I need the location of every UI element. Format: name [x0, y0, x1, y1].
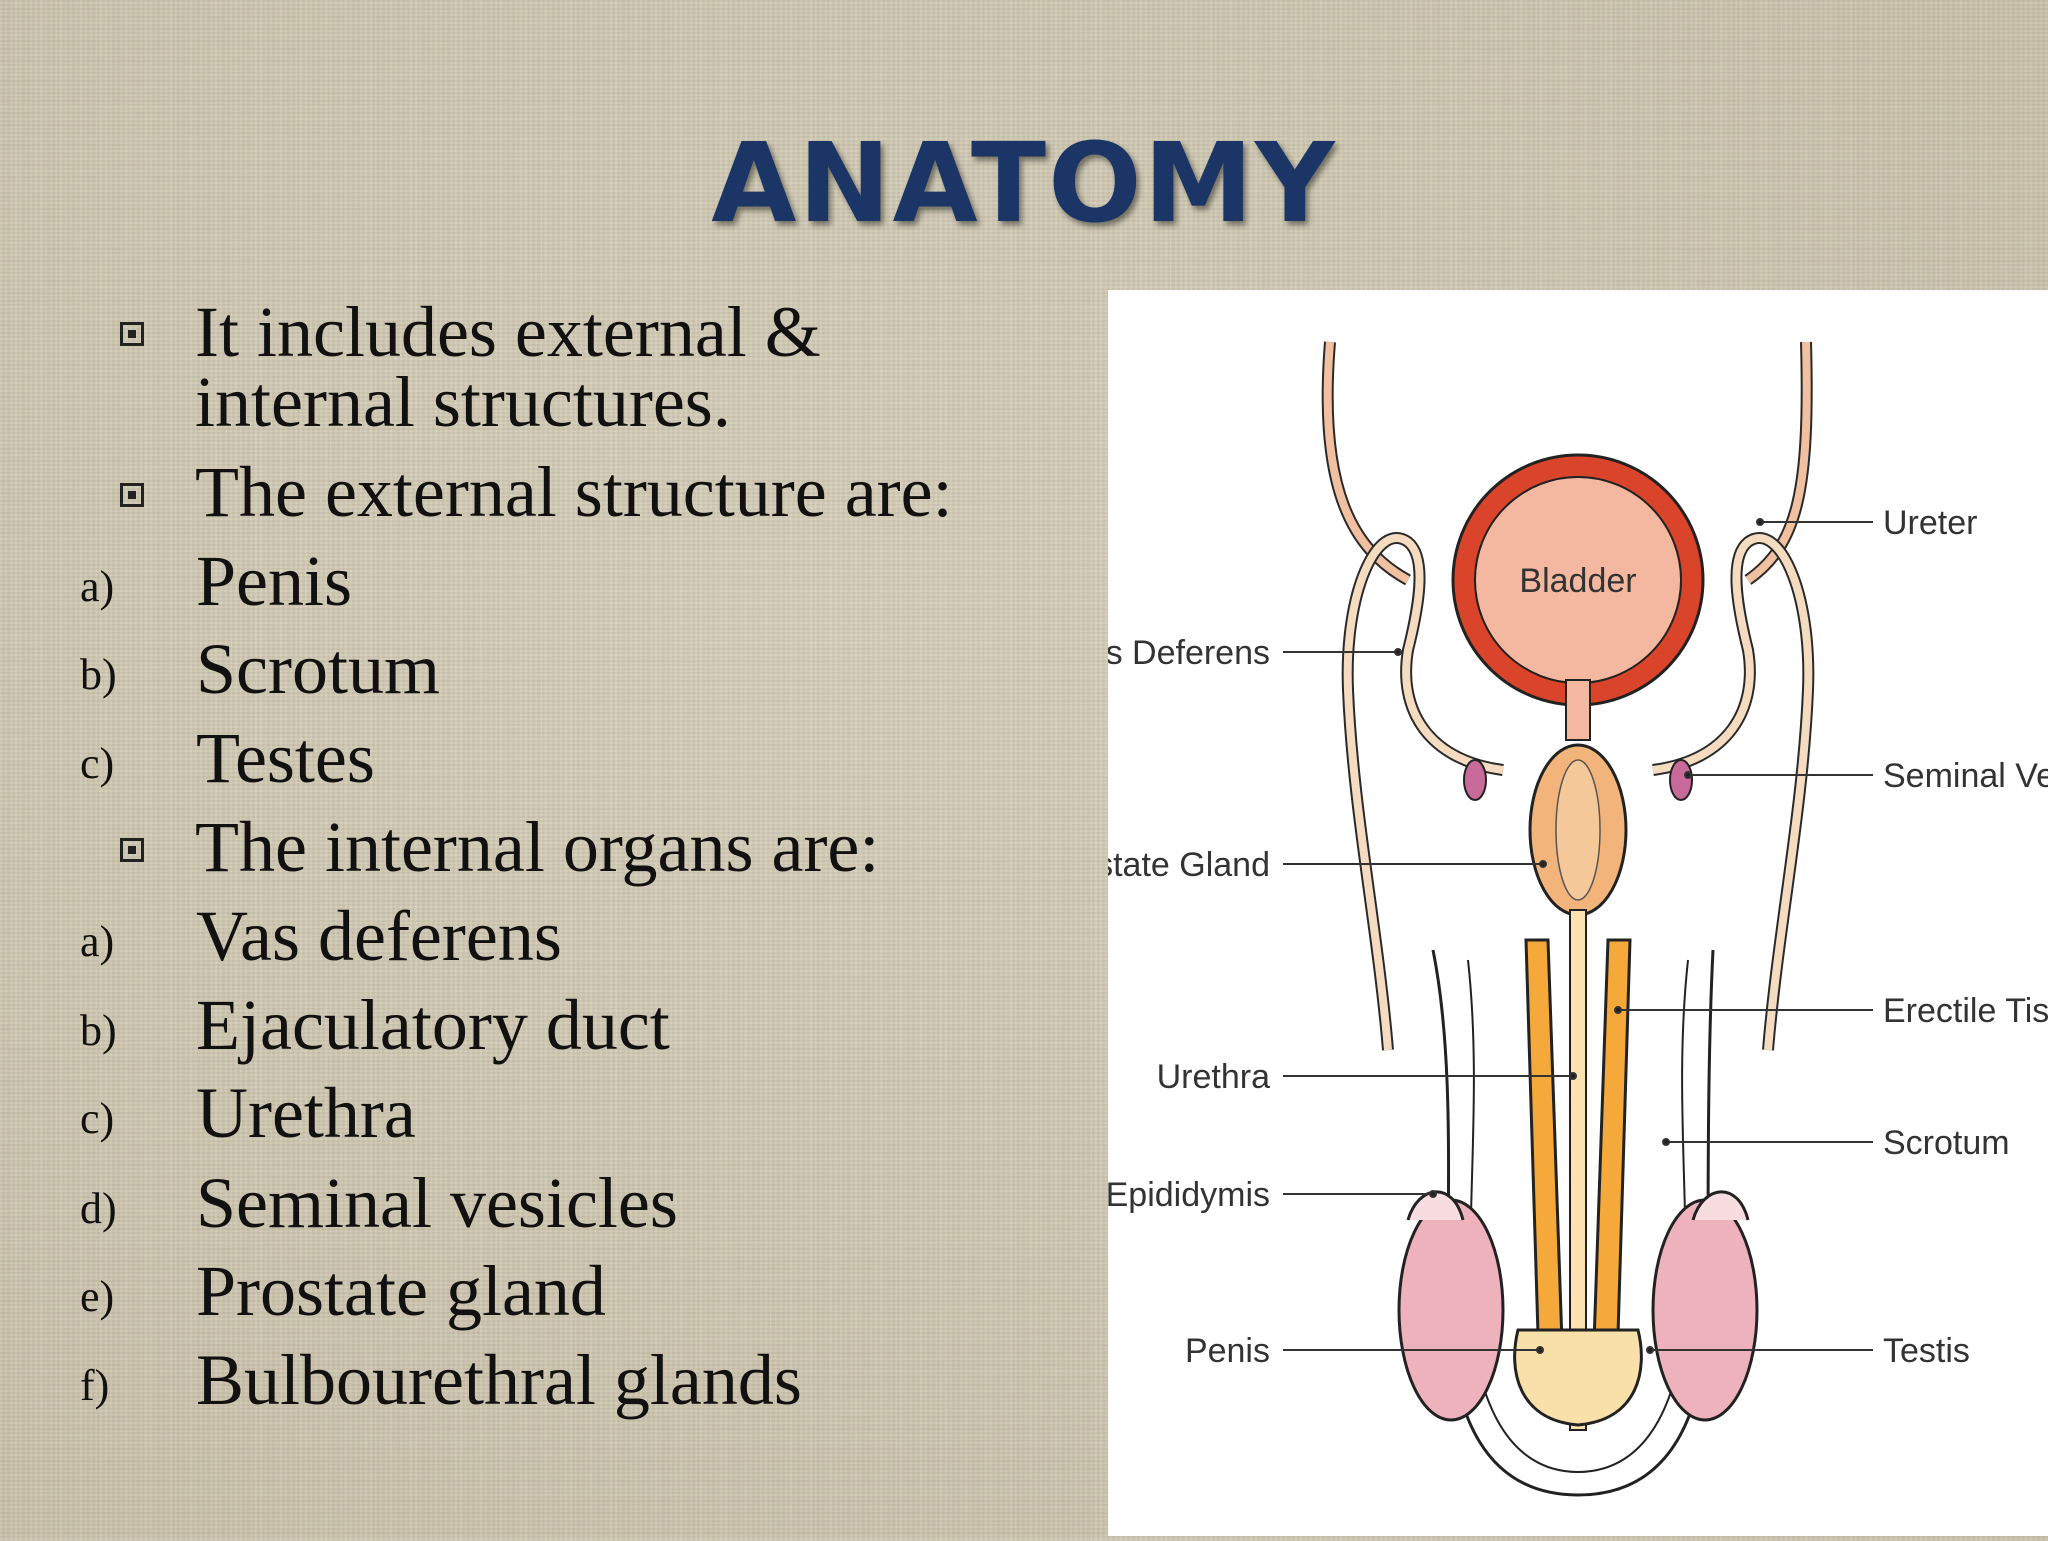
label-penis: Penis	[1185, 1332, 1270, 1370]
list-item-vas-deferens: Vas deferens	[196, 896, 562, 976]
male-anatomy-diagram: Bladder Ureter Vas Deferens Seminal Vesi…	[1043, 341, 2048, 1497]
bullet-text-internal: The internal organs are:	[195, 807, 880, 887]
ureter-left-fill	[1323, 341, 1410, 584]
label-ureter: Ureter	[1883, 504, 1977, 542]
seminal-vesicle-left	[1463, 759, 1487, 801]
list-marker: a)	[80, 917, 115, 966]
scrotum-outline-inner	[1467, 959, 1689, 1474]
label-scrotum: Scrotum	[1883, 1124, 2010, 1162]
list-item-penis: Penis	[196, 541, 353, 621]
list-item-testes: Testes	[196, 718, 375, 798]
list-marker: c)	[80, 739, 115, 788]
testis-right	[1651, 1198, 1759, 1422]
epididymis-right	[1691, 1190, 1750, 1221]
bullet-box-icon	[120, 483, 144, 507]
label-vas-deferens: Vas Deferens	[1108, 634, 1270, 672]
testis-left	[1397, 1198, 1505, 1422]
list-item-scrotum: Scrotum	[196, 629, 440, 709]
list-marker: f)	[80, 1361, 110, 1410]
label-bladder: Bladder	[1519, 562, 1636, 600]
label-prostate-gland: Prostate Gland	[1108, 846, 1270, 884]
list-item-prostate-gland: Prostate gland	[196, 1251, 606, 1331]
urethra-channel	[1569, 909, 1587, 1431]
label-seminal-vesicle: Seminal Vesicle	[1883, 757, 2048, 795]
list-item-seminal-vesicles: Seminal vesicles	[196, 1163, 678, 1243]
list-marker: e)	[80, 1272, 115, 1321]
label-erectile-tissue: Erectile Tissue	[1883, 992, 2048, 1030]
bullet-box-icon	[120, 322, 144, 346]
list-marker: a)	[80, 562, 115, 611]
bladder-neck	[1565, 679, 1591, 741]
prostate-gland-inner	[1555, 759, 1601, 901]
bullet-text-structures-line2: internal structures.	[195, 362, 731, 442]
scrotum-outline	[1431, 949, 1715, 1497]
anatomy-diagram-panel: Bladder Ureter Vas Deferens Seminal Vesi…	[1043, 290, 2048, 1536]
bullet-text-external: The external structure are:	[195, 452, 953, 532]
glans	[1513, 1328, 1643, 1427]
list-marker: d)	[80, 1184, 117, 1233]
label-urethra: Urethra	[1157, 1058, 1270, 1096]
list-item-ejaculatory-duct: Ejaculatory duct	[196, 985, 670, 1065]
list-marker: b)	[80, 650, 117, 699]
list-marker: c)	[80, 1094, 115, 1143]
list-item-urethra: Urethra	[196, 1073, 416, 1153]
bullet-box-icon	[120, 838, 144, 862]
label-testis: Testis	[1883, 1332, 1970, 1370]
ureter-right-fill	[1745, 341, 1811, 584]
seminal-vesicle-right	[1669, 759, 1693, 801]
label-epididymis: Epididymis	[1108, 1176, 1270, 1214]
bullet-text-structures-line1: It includes external &	[195, 292, 821, 372]
slide-title: ANATOMY	[711, 119, 1337, 247]
vas-deferens-right-fill	[1652, 533, 1813, 1051]
list-item-bulbourethral-glands: Bulbourethral glands	[196, 1340, 802, 1420]
list-marker: b)	[80, 1006, 117, 1055]
